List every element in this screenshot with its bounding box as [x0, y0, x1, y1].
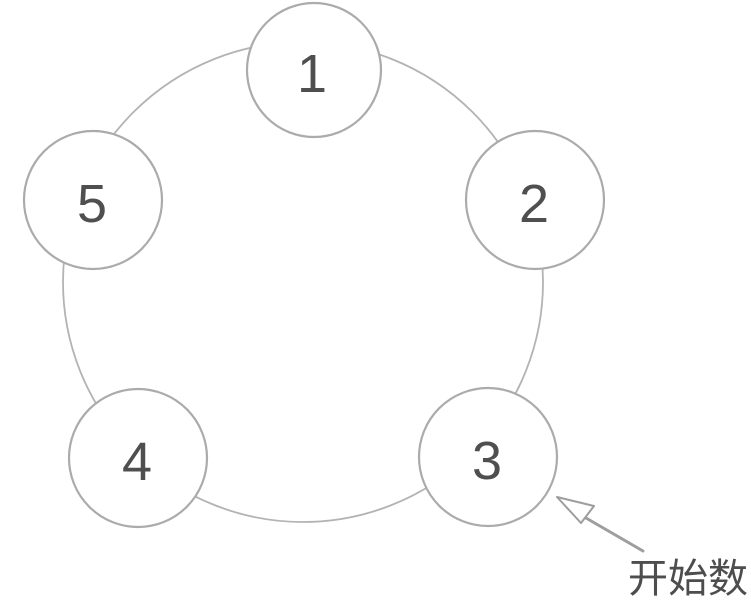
node-4: 4: [67, 387, 209, 529]
node-5: 5: [22, 129, 164, 271]
node-2-label: 2: [519, 174, 549, 234]
start-count-label: 开始数: [628, 557, 748, 601]
node-4-circle: [67, 387, 209, 529]
node-2-circle: [464, 129, 606, 271]
start-arrow-icon: [556, 496, 645, 553]
node-5-circle: [22, 129, 164, 271]
node-5-label: 5: [77, 174, 107, 234]
node-3-circle: [417, 386, 559, 528]
node-4-label: 4: [122, 432, 152, 492]
node-3: 3: [417, 386, 559, 528]
arrow-head: [556, 496, 595, 524]
arrow-shaft: [584, 516, 645, 553]
node-3-label: 3: [472, 431, 502, 491]
node-2: 2: [464, 129, 606, 271]
node-1-circle: [245, 1, 383, 139]
node-1: 1: [245, 1, 383, 139]
node-1-label: 1: [297, 44, 327, 104]
